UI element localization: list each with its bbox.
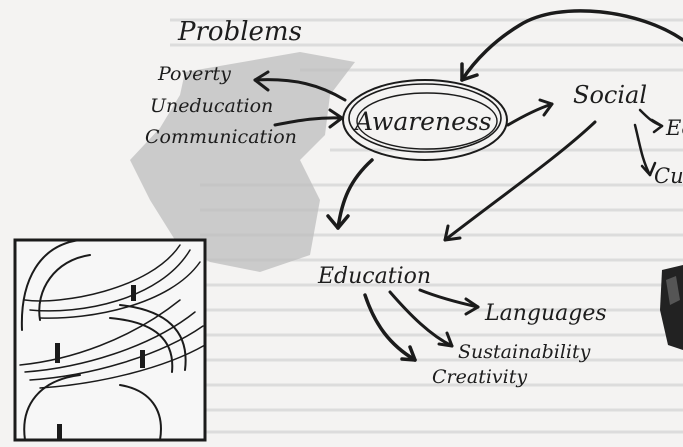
social-child: Ec — [665, 116, 683, 140]
arrow-education-to-creativity — [363, 293, 417, 362]
education-child: Languages — [484, 301, 607, 326]
sketch-thumbnail — [13, 238, 207, 442]
education-child: Sustainability — [458, 341, 591, 363]
social-node: Social — [573, 81, 647, 109]
awareness-ellipse — [342, 79, 508, 161]
problem-item: Uneducation — [150, 95, 273, 117]
problem-item: Communication — [145, 126, 297, 148]
awareness-node: Awareness — [353, 107, 492, 136]
arrow-social-to-ec — [638, 108, 664, 134]
social-child: Cul — [654, 164, 683, 188]
photo-fragment — [660, 265, 683, 350]
arrow-social-to-cul — [633, 123, 657, 177]
arrow-awareness-to-social — [506, 98, 554, 127]
problems-header: Problems — [177, 17, 302, 47]
education-child: Creativity — [432, 366, 527, 388]
marker-wash — [130, 52, 355, 272]
arrow-communication-to-awareness — [273, 108, 344, 129]
arrow-education-to-sustainability — [388, 290, 454, 348]
arrow-social-to-education — [443, 120, 597, 242]
problem-item: Poverty — [157, 63, 231, 85]
education-node: Education — [317, 264, 431, 289]
arrow-awareness-to-poverty — [253, 70, 347, 102]
arrow-awareness-to-education — [326, 158, 374, 230]
arrow-top-loop-to-awareness — [460, 9, 683, 82]
arrow-education-to-languages — [418, 288, 480, 316]
